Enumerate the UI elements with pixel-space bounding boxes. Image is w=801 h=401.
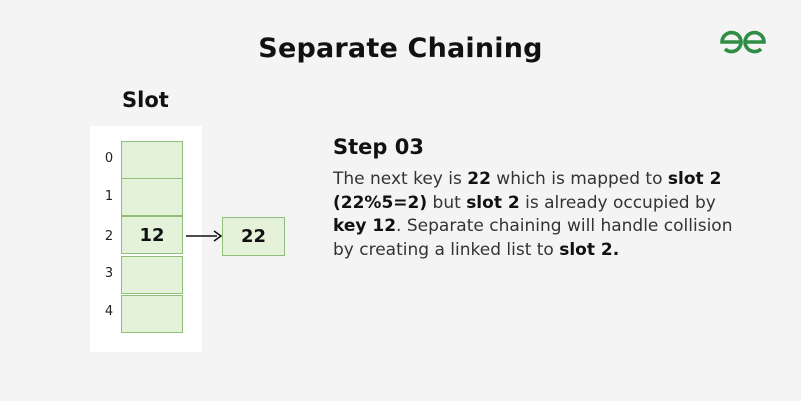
step-description: The next key is 22 which is mapped to sl…: [333, 168, 753, 262]
slot-index-4: 4: [104, 304, 114, 319]
slot-index-2: 2: [104, 229, 114, 244]
slot-cell-3: [121, 256, 183, 294]
step-title: Step 03: [333, 135, 424, 159]
step-text-bold: slot 2.: [559, 239, 620, 260]
slot-cell-4: [121, 295, 183, 333]
step-text-segment: . Separate chaining will handle collisio…: [333, 216, 733, 260]
geeksforgeeks-logo-icon: [720, 30, 766, 54]
right-arrow-icon: [186, 230, 222, 242]
step-text-bold: key 12: [333, 216, 397, 236]
step-text-segment: but: [427, 192, 467, 213]
slot-cell-1: [121, 178, 183, 216]
step-text-segment: The next key is: [333, 169, 468, 189]
step-text-segment: which is mapped to: [490, 169, 668, 189]
diagram-title: Separate Chaining: [258, 33, 543, 64]
slot-index-3: 3: [104, 266, 114, 281]
step-text-bold: slot 2: [466, 192, 520, 213]
step-text-segment: is already occupied by: [519, 192, 716, 213]
slot-heading: Slot: [122, 88, 169, 112]
slot-cell-0: [121, 141, 183, 179]
step-text-bold: 22: [467, 169, 491, 189]
slot-cell-2: 12: [121, 216, 183, 254]
slot-index-0: 0: [104, 151, 114, 166]
step-text-bold: slot 2 (22%5=2): [333, 169, 722, 213]
slot-index-1: 1: [104, 189, 114, 204]
chain-node-22: 22: [222, 217, 285, 256]
